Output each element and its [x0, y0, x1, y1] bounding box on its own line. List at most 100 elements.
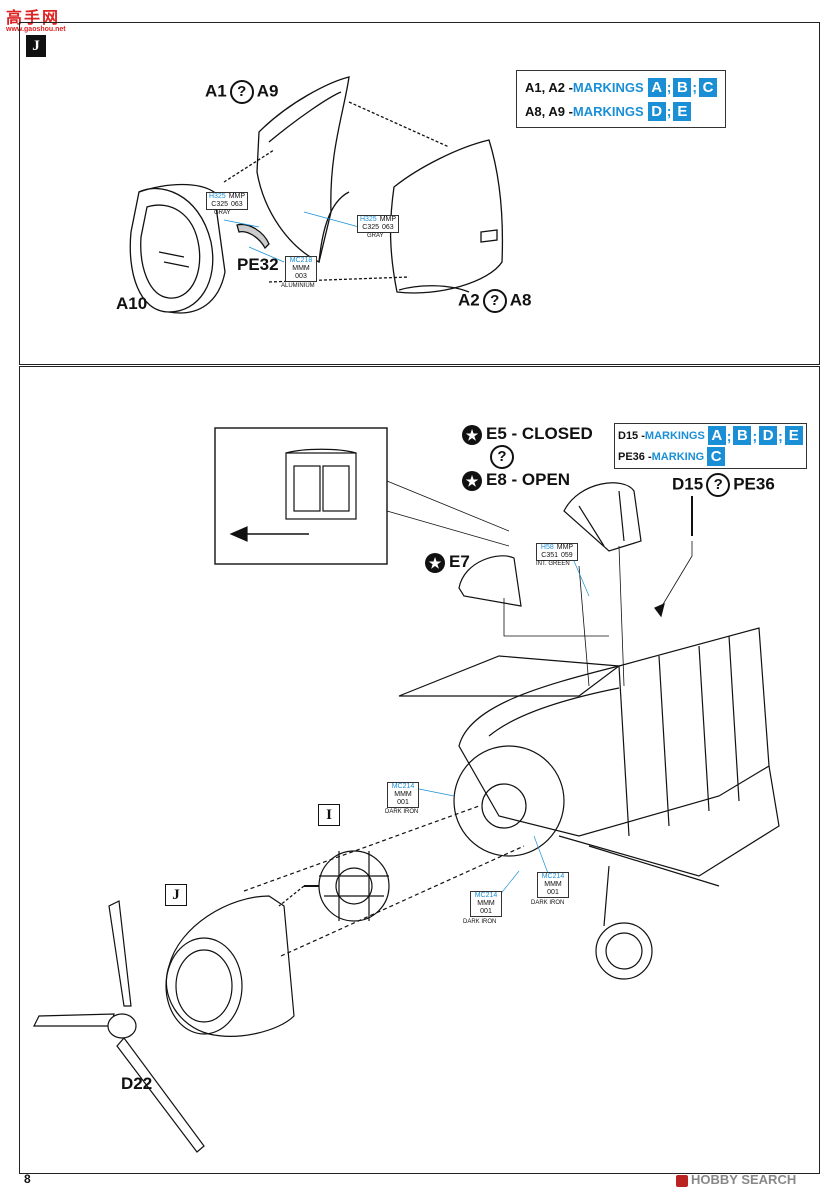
marking-badge: D	[759, 426, 778, 445]
legend-word: MARKINGS	[644, 429, 705, 442]
paint-callout-dark-iron-2: MC214 MMM 001	[470, 891, 502, 917]
legend-row: D15 - MARKINGS A;B;D;E	[618, 425, 803, 446]
marking-badge: E	[784, 426, 803, 445]
paint-code: MC218	[289, 257, 313, 264]
paint-code: C351	[541, 552, 559, 559]
paint-number: 001	[547, 889, 559, 896]
label-pe36: PE36	[733, 474, 775, 494]
label-e8: ★E8 - OPEN	[462, 470, 570, 491]
marking-badge: B	[733, 426, 752, 445]
canopy-e5	[563, 482, 642, 552]
legend-parts: D15 -	[618, 429, 645, 442]
paint-brand: MMM	[477, 900, 495, 907]
label-d15-pe36: D15?PE36	[672, 473, 775, 497]
label-a8: A8	[509, 290, 532, 310]
label-e5-text: E5 - CLOSED	[486, 424, 593, 443]
page-number: 8	[24, 1172, 31, 1186]
marking-badge: D	[647, 101, 666, 121]
step-ref-j: J	[165, 884, 187, 906]
marking-badge: C	[707, 447, 726, 466]
paint-brand: MMP	[379, 216, 397, 223]
paint-callout-dark-iron-1: MC214 MMM 001	[387, 782, 419, 808]
pe32-part	[236, 223, 270, 250]
label-e7: ★E7	[425, 552, 470, 573]
star-icon: ★	[425, 552, 445, 573]
bottom-panel	[19, 366, 820, 1174]
marking-badge: E	[673, 101, 692, 121]
paint-callout-aluminium: MC218 MMM 003	[285, 256, 317, 282]
or-separator: ?	[487, 445, 517, 469]
label-pe32: PE32	[237, 255, 279, 274]
top-panel	[19, 22, 820, 365]
label-a1-a9: A1?A9	[205, 80, 278, 104]
label-a1: A1	[205, 81, 227, 101]
step-ref-i-label: I	[326, 807, 332, 823]
paint-brand: MMP	[556, 544, 574, 551]
watermark-text: HOBBY SEARCH	[691, 1172, 797, 1187]
or-icon: ?	[229, 80, 254, 104]
marking-badge: C	[699, 77, 718, 97]
a10-cowl-ring	[129, 187, 214, 313]
legend-parts: PE36 -	[618, 450, 652, 463]
paint-name: DARK IRON	[385, 809, 419, 815]
paint-code: H325	[208, 193, 226, 200]
canopy-detail-inset	[214, 427, 388, 565]
aircraft-assembly-drawing	[33, 427, 780, 1153]
watermark-icon	[676, 1174, 688, 1187]
label-a2: A2	[458, 290, 480, 310]
legend-word: MARKINGS	[572, 103, 644, 119]
step-j-badge: J	[26, 35, 46, 57]
paint-callout-dark-iron-3: MC214 MMM 001	[537, 872, 569, 898]
step-ref-i: I	[318, 804, 340, 826]
marking-badge: B	[673, 77, 692, 97]
radial-engine	[304, 850, 390, 922]
paint-name: INT. GREEN	[536, 561, 570, 567]
paint-number: 001	[480, 908, 492, 915]
fuselage	[458, 627, 770, 837]
or-icon: ?	[482, 289, 507, 313]
paint-code: MC214	[474, 892, 498, 899]
legend-word: MARKING	[651, 450, 705, 463]
engine-face	[453, 745, 565, 857]
a2-cowl-panel	[389, 139, 504, 294]
paint-name: ALUMINIUM	[281, 283, 315, 289]
paint-brand: MMM	[544, 881, 562, 888]
legend-parts: A8, A9 -	[525, 103, 573, 119]
label-e5: ★E5 - CLOSED	[462, 424, 593, 445]
paint-brand: MMM	[292, 265, 310, 272]
paint-name: GRAY	[214, 210, 231, 216]
paint-code: H325	[359, 216, 377, 223]
paint-name: DARK IRON	[463, 919, 497, 925]
cowling-assembly-drawing	[129, 76, 504, 314]
label-a2-a8: A2?A8	[458, 289, 531, 313]
label-e8-text: E8 - OPEN	[486, 470, 571, 489]
star-icon: ★	[462, 470, 482, 491]
paint-number: 063	[231, 201, 243, 208]
label-a9: A9	[256, 81, 279, 101]
propeller-d22	[33, 900, 205, 1153]
paint-name: GRAY	[367, 233, 384, 239]
label-d15: D15	[672, 474, 704, 494]
legend-row: PE36 - MARKING C	[618, 446, 803, 467]
markings-legend-bottom: D15 - MARKINGS A;B;D;E PE36 - MARKING C	[614, 423, 807, 469]
paint-code: H58	[540, 544, 554, 551]
legend-parts: A1, A2 -	[525, 79, 573, 95]
or-icon: ?	[490, 445, 514, 469]
paint-number: 063	[382, 224, 394, 231]
marking-badge: A	[707, 426, 726, 445]
engine-cowl	[165, 895, 295, 1037]
watermark: HOBBY SEARCH	[676, 1172, 796, 1187]
wing	[398, 655, 621, 697]
star-icon: ★	[462, 424, 482, 445]
legend-word: MARKINGS	[572, 79, 644, 95]
paint-code: MC214	[541, 873, 565, 880]
label-a10: A10	[116, 294, 148, 313]
legend-row: A1, A2 - MARKINGS A;B;C	[525, 75, 718, 99]
windscreen-e7	[458, 555, 522, 607]
paint-brand: MMM	[394, 791, 412, 798]
a1-cowl-panel	[256, 76, 350, 263]
paint-code: MC214	[391, 783, 415, 790]
